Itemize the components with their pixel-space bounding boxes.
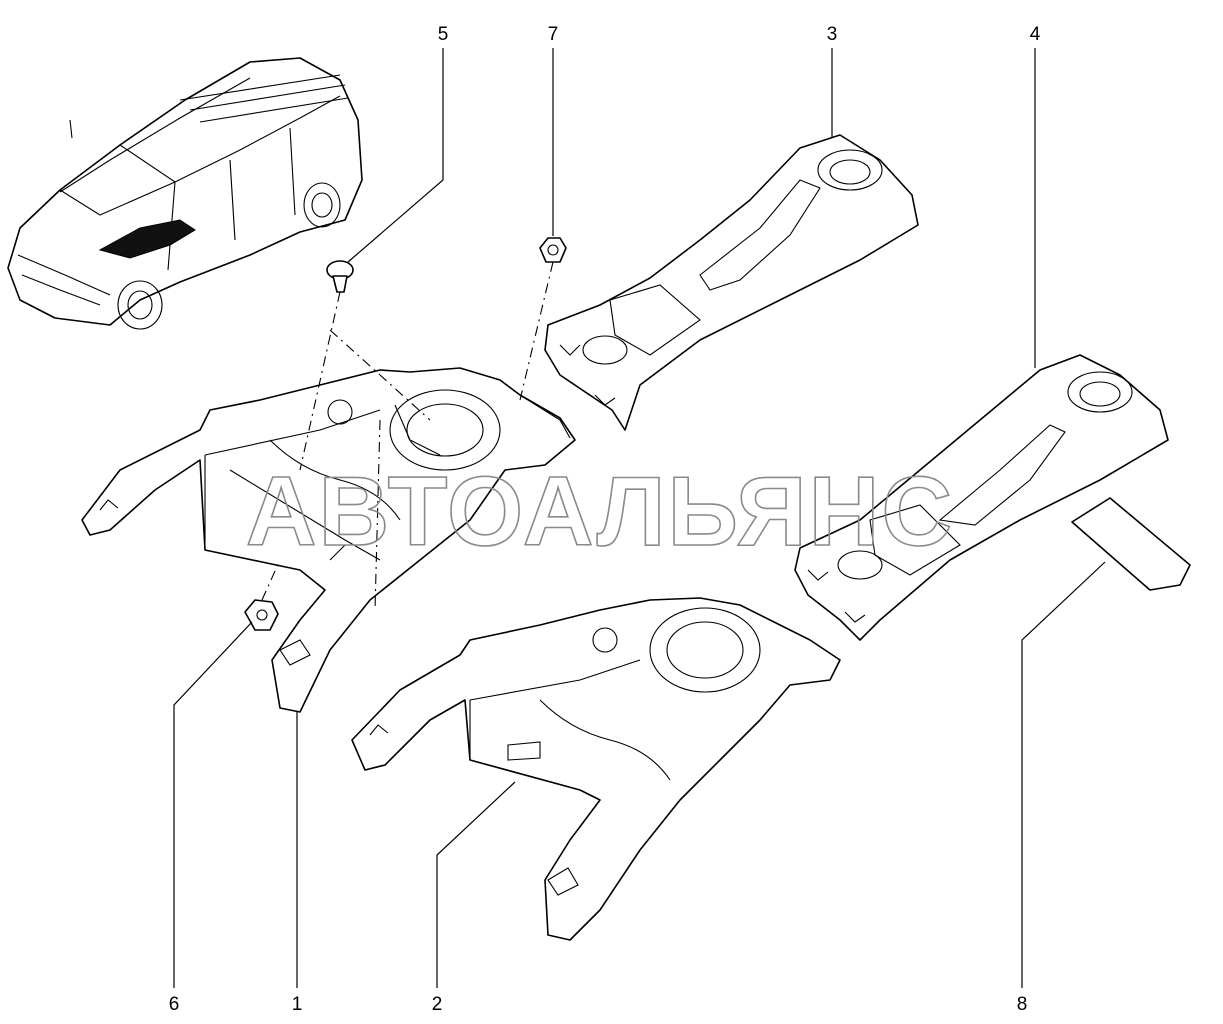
part-8-pad [1071, 497, 1191, 591]
callout-5: 5 [438, 24, 449, 45]
part-4-console-cover [794, 354, 1169, 641]
part-3-console-cover [544, 134, 919, 431]
part-6-clip [244, 599, 279, 631]
part-1-front-console [81, 367, 576, 713]
callout-4: 4 [1030, 24, 1041, 45]
part-5-screw [326, 260, 354, 293]
leader-8 [1021, 561, 1106, 988]
callout-3: 3 [827, 24, 838, 45]
callout-6: 6 [169, 994, 180, 1015]
watermark-text: АВТОАЛЬЯНС [246, 456, 954, 566]
callout-8: 8 [1017, 994, 1028, 1015]
leader-6 [173, 621, 253, 988]
leader-5 [347, 48, 444, 263]
part-2-front-console [351, 597, 841, 941]
callout-2: 2 [432, 994, 443, 1015]
car-icon [7, 57, 363, 330]
callout-1: 1 [292, 994, 303, 1015]
callout-7: 7 [548, 24, 559, 45]
part-7-clip [539, 237, 567, 263]
leader-2 [436, 781, 516, 988]
